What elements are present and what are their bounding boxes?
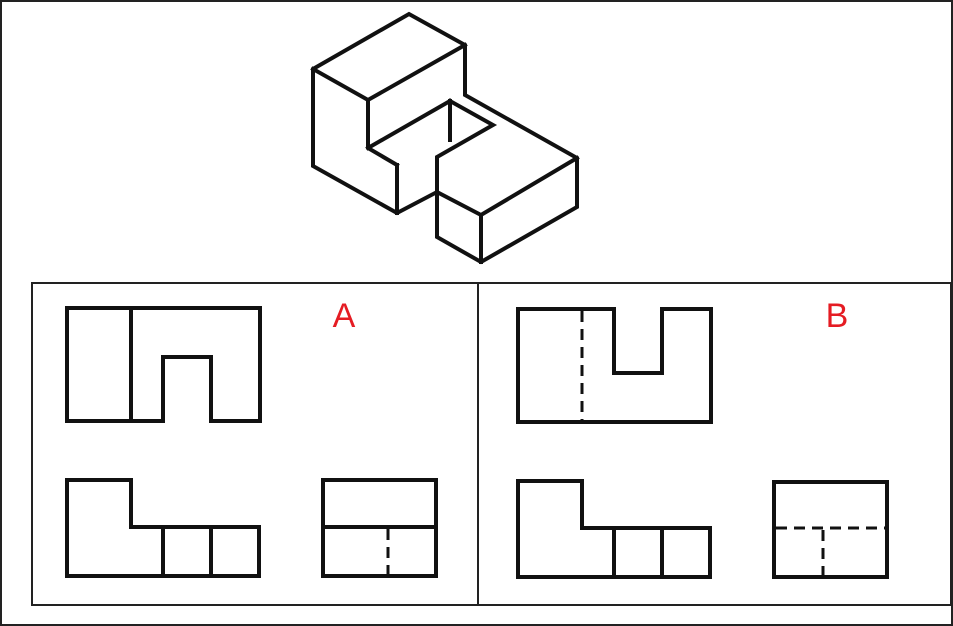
option-a-panel bbox=[31, 282, 479, 606]
option-b-label: B bbox=[826, 297, 849, 335]
option-b-front-view bbox=[516, 307, 713, 424]
option-b-top-view bbox=[516, 479, 712, 579]
isometric-object bbox=[310, 11, 580, 265]
option-a-label: A bbox=[333, 297, 356, 335]
option-b-panel bbox=[477, 282, 952, 606]
option-a-top-view bbox=[65, 478, 261, 578]
option-b-side-view bbox=[772, 480, 889, 579]
option-a-side-view bbox=[321, 478, 438, 578]
option-a-front-view bbox=[65, 306, 262, 423]
